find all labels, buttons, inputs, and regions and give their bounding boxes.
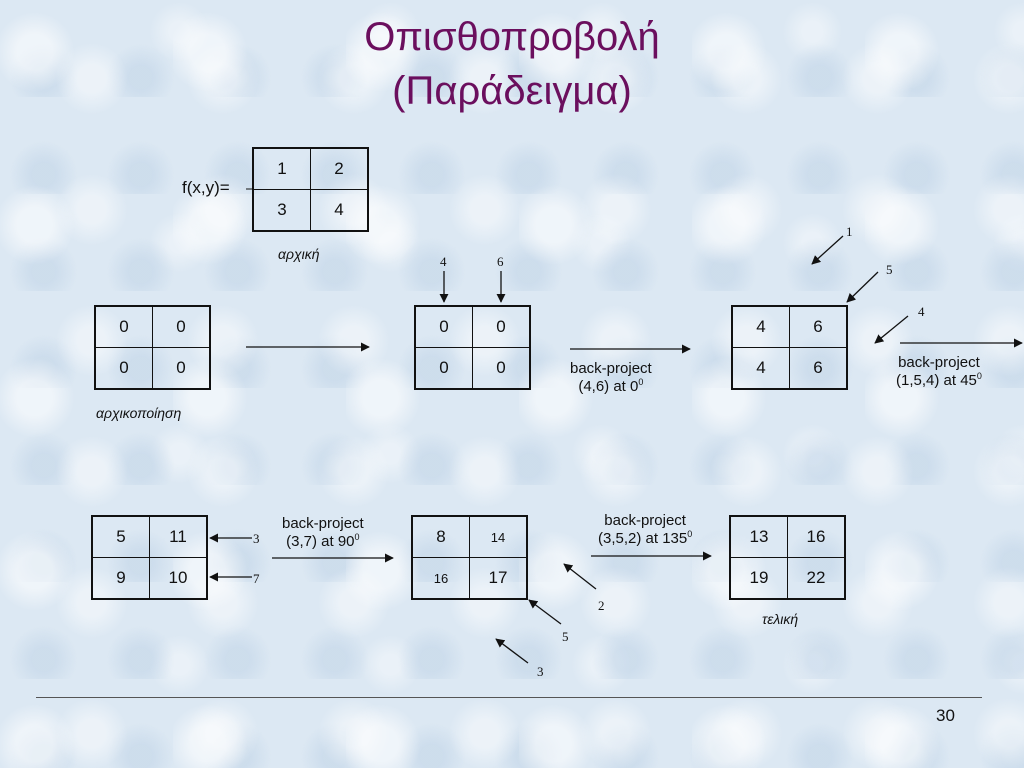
op-line-1: back-project: [604, 512, 686, 529]
step3-matrix: 5 11 9 10: [91, 515, 208, 600]
init-caption: αρχικοποίηση: [96, 405, 182, 421]
matrix-cell: 0: [152, 347, 211, 390]
original-matrix: 1 2 3 4: [252, 147, 369, 232]
projection-arrow: [811, 235, 844, 265]
matrix-cell: 19: [729, 557, 788, 600]
projection-value: 6: [497, 254, 504, 269]
projection-value: 4: [918, 304, 925, 319]
projection-value: 5: [886, 262, 893, 277]
degree-superscript: 0: [687, 529, 693, 539]
matrix-cell: 6: [789, 305, 848, 348]
slide-title-line-1: Οπισθοπροβολή: [364, 15, 660, 59]
op-line-1: back-project: [898, 354, 980, 371]
projection-arrow: [874, 315, 909, 344]
projection-arrow: [846, 271, 879, 303]
page-number: 30: [936, 706, 955, 725]
matrix-cell: 22: [787, 557, 846, 600]
step4-matrix: 8 14 16 17: [411, 515, 528, 600]
op-line-2-text: (3,7) at 90: [286, 533, 355, 550]
projection-value: 7: [253, 571, 260, 586]
matrix-cell: 9: [91, 557, 150, 600]
step2-matrix: 4 6 4 6: [731, 305, 848, 390]
matrix-cell: 3: [252, 189, 311, 232]
final-matrix: 13 16 19 22: [729, 515, 846, 600]
degree-superscript: 0: [638, 377, 644, 387]
matrix-cell: 0: [152, 305, 211, 348]
final-caption: τελική: [762, 611, 799, 627]
projection-value: 5: [562, 629, 569, 644]
op-line-2-text: (3,5,2) at 135: [598, 530, 688, 547]
step1-op-label: back-project (4,6) at 00: [570, 360, 652, 395]
degree-superscript: 0: [976, 371, 982, 381]
matrix-cell: 16: [787, 515, 846, 558]
op-line-2: (1,5,4) at 450: [896, 371, 982, 389]
matrix-cell: 1: [252, 147, 311, 190]
matrix-cell: 0: [472, 305, 531, 348]
matrix-cell: 2: [310, 147, 369, 190]
op-line-2-text: (1,5,4) at 45: [896, 372, 977, 389]
degree-superscript: 0: [354, 532, 360, 542]
projection-value: 3: [253, 531, 260, 546]
slide-title-line-2: (Παράδειγμα): [392, 69, 632, 113]
step4-op-label: back-project (3,5,2) at 1350: [598, 512, 692, 547]
op-line-1: back-project: [282, 515, 364, 532]
matrix-cell: 6: [789, 347, 848, 390]
step1-matrix: 0 0 0 0: [414, 305, 531, 390]
matrix-cell: 5: [91, 515, 150, 558]
matrix-cell: 16: [411, 557, 470, 600]
projection-value: 2: [598, 598, 605, 613]
op-line-2: (4,6) at 00: [570, 377, 652, 395]
projection-value: 3: [537, 664, 544, 679]
matrix-cell: 4: [310, 189, 369, 232]
footer-rule: [36, 697, 982, 698]
op-line-2: (3,7) at 900: [282, 532, 364, 550]
projection-arrow: [495, 638, 529, 664]
init-matrix: 0 0 0 0: [94, 305, 211, 390]
matrix-cell: 0: [414, 305, 473, 348]
original-caption: αρχική: [278, 246, 320, 262]
step3-op-label: back-project (3,7) at 900: [282, 515, 364, 550]
matrix-cell: 4: [731, 305, 790, 348]
op-line-2-text: (4,6) at 0: [578, 378, 639, 395]
matrix-cell: 11: [149, 515, 208, 558]
step2-op-label: back-project (1,5,4) at 450: [896, 354, 982, 389]
matrix-cell: 10: [149, 557, 208, 600]
matrix-cell: 4: [731, 347, 790, 390]
projection-arrow: [528, 599, 562, 625]
matrix-cell: 13: [729, 515, 788, 558]
op-line-2: (3,5,2) at 1350: [598, 529, 692, 547]
matrix-cell: 17: [469, 557, 528, 600]
fxy-label: f(x,y)=: [182, 178, 230, 197]
matrix-cell: 0: [414, 347, 473, 390]
projection-arrow: [563, 563, 597, 590]
projection-value: 4: [440, 254, 447, 269]
matrix-cell: 0: [94, 305, 153, 348]
matrix-cell: 0: [94, 347, 153, 390]
op-line-1: back-project: [570, 360, 652, 377]
projection-value: 1: [846, 224, 853, 239]
matrix-cell: 0: [472, 347, 531, 390]
